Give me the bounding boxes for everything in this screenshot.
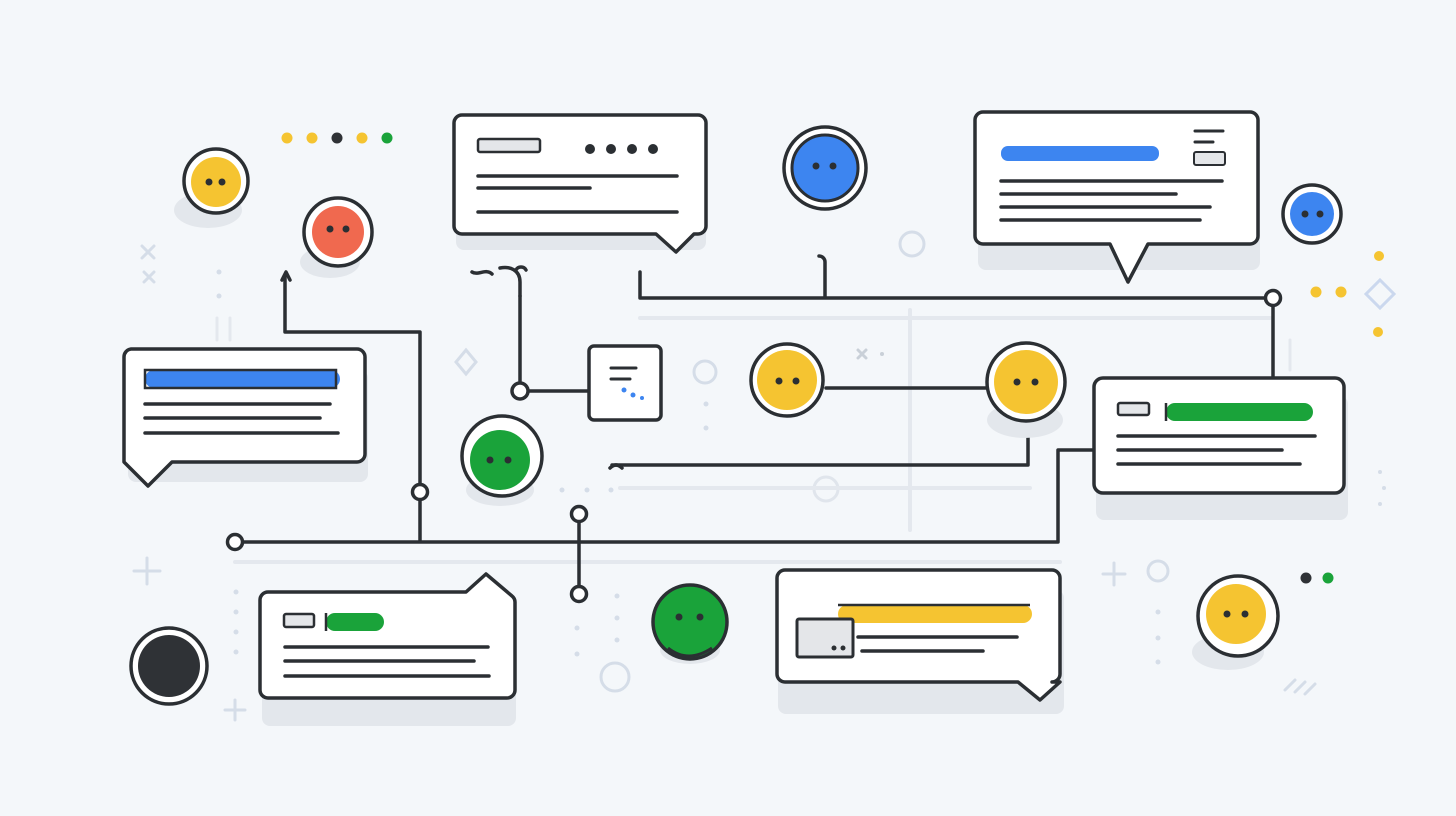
- background-decorations: [132, 230, 1397, 722]
- avatar-blue-top[interactable]: [782, 125, 868, 211]
- connector-nodes: [225, 288, 1283, 604]
- cross-icon: [140, 244, 156, 284]
- connector-bottom: [241, 448, 1095, 544]
- chat-bubble-right[interactable]: [1092, 376, 1348, 520]
- message-lines: [856, 635, 1019, 653]
- avatar-green-center[interactable]: [460, 414, 544, 498]
- connector-top-stub: [817, 254, 827, 299]
- cross-icon: [856, 348, 884, 360]
- highlight-bar-blue: [145, 370, 340, 388]
- chat-bubble-bottom-left[interactable]: [258, 572, 517, 726]
- document-icon[interactable]: [587, 344, 663, 422]
- avatar-dark-bottom-left[interactable]: [129, 626, 209, 706]
- connector-lines: [241, 254, 1275, 588]
- avatar-yellow-center-left[interactable]: [749, 342, 825, 418]
- menu-icon[interactable]: [1193, 129, 1225, 144]
- connector-document: [518, 294, 590, 393]
- ring-icon: [1146, 559, 1170, 583]
- title-placeholder: [282, 612, 316, 629]
- chat-bubble-bottom-center[interactable]: [775, 568, 1064, 714]
- title-placeholder: [1116, 401, 1151, 417]
- highlight-bar-blue: [1001, 146, 1159, 161]
- avatar-red[interactable]: [302, 196, 374, 268]
- message-lines: [143, 402, 340, 435]
- typing-indicator: [585, 144, 658, 154]
- tag-green: [326, 613, 384, 631]
- plus-icon: [1101, 561, 1127, 587]
- plus-icon: [132, 556, 162, 586]
- ring-icon: [692, 359, 718, 385]
- chat-bubble-top-right[interactable]: [973, 110, 1260, 284]
- title-placeholder: [476, 137, 542, 154]
- highlight-bar-green: [1166, 403, 1313, 421]
- message-lines: [999, 179, 1224, 222]
- diamond-icon: [454, 347, 478, 377]
- avatar-yellow-top-left[interactable]: [182, 147, 250, 215]
- image-thumbnail-icon: [795, 617, 855, 659]
- avatar-yellow-center-right[interactable]: [985, 341, 1067, 423]
- ring-icon: [599, 661, 631, 693]
- message-lines: [283, 645, 491, 678]
- chat-bubble-top-center[interactable]: [452, 113, 708, 254]
- connector-top: [638, 270, 1275, 300]
- highlight-bar-yellow: [838, 605, 1032, 623]
- diamond-icon: [1363, 277, 1397, 311]
- message-lines: [1116, 434, 1317, 466]
- avatar-yellow-bottom-right[interactable]: [1196, 574, 1280, 658]
- plus-icon: [223, 698, 247, 722]
- avatar-green-bottom[interactable]: [651, 583, 729, 661]
- avatars: [129, 125, 1343, 706]
- decorative-dots: [281, 132, 1384, 584]
- chat-bubble-left[interactable]: [122, 347, 368, 488]
- connector-middle: [610, 430, 1030, 467]
- avatar-blue-right[interactable]: [1281, 183, 1343, 245]
- toggle-icon[interactable]: [1193, 151, 1226, 166]
- ring-icon: [898, 230, 926, 258]
- connector-left: [283, 274, 422, 486]
- message-lines: [476, 174, 679, 214]
